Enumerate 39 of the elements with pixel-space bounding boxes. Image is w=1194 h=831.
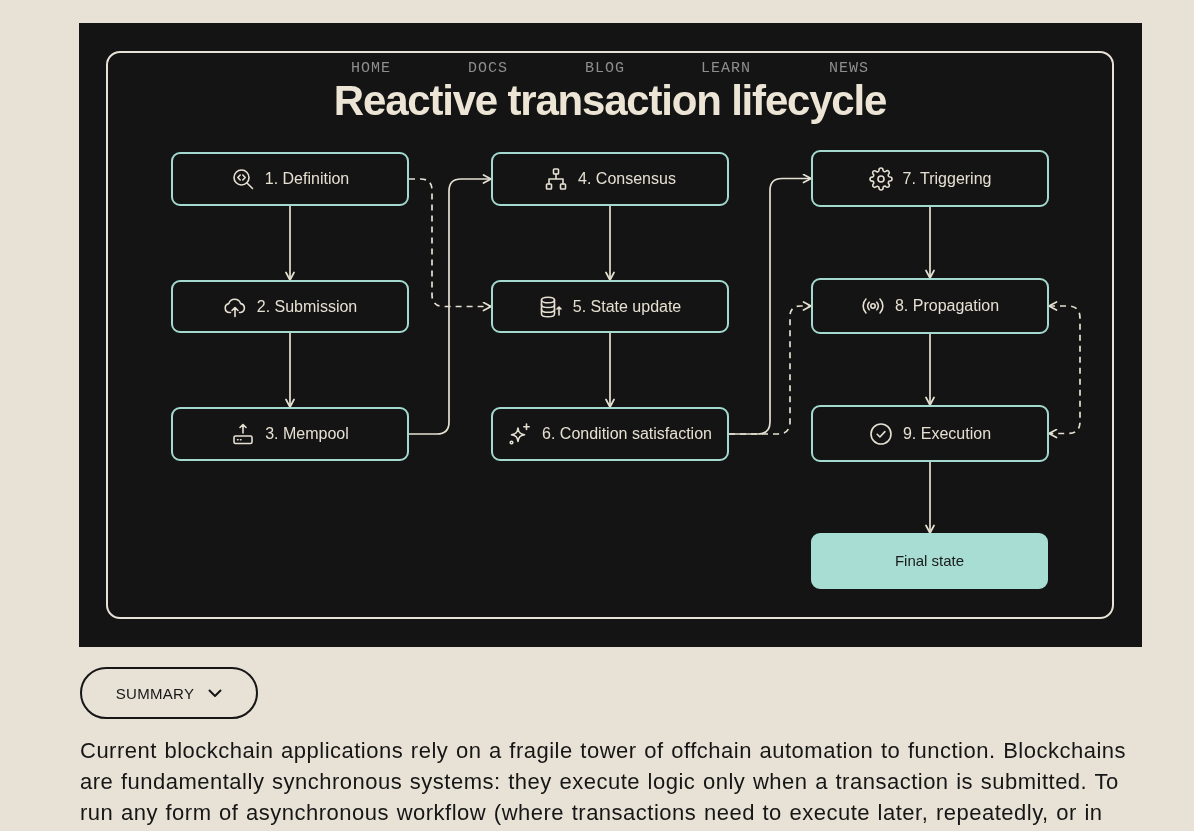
step-label: 4. Consensus <box>578 169 676 189</box>
process-box <box>171 152 409 206</box>
summary-button: SUMMARY <box>80 667 258 719</box>
diagram-title: Reactive transaction lifecycle <box>333 77 887 125</box>
step-label: 1. Definition <box>264 169 350 189</box>
step-label: 5. State update <box>572 296 682 317</box>
step-label: 9. Execution <box>902 423 992 444</box>
nav-link: HOME <box>351 60 391 77</box>
nav-link: NEWS <box>829 60 869 77</box>
arrow <box>408 174 492 435</box>
nav-link: LEARN <box>701 60 751 77</box>
arrow <box>605 205 615 281</box>
nav-link: DOCS <box>468 60 508 77</box>
process-box <box>171 280 409 333</box>
dashed-arrow <box>728 301 812 435</box>
arrow <box>605 332 615 408</box>
step-label: 8. Propagation <box>894 296 1000 316</box>
nav-link: BLOG <box>585 60 625 77</box>
arrow <box>925 206 935 279</box>
dashed-arrow <box>408 178 492 312</box>
process-box <box>811 278 1049 334</box>
process-box <box>171 407 409 461</box>
final-state-box <box>811 533 1048 589</box>
arrow <box>925 461 935 534</box>
dashed-arrow <box>1048 301 1081 439</box>
process-box <box>811 405 1049 462</box>
step-label: 3. Mempool <box>265 424 349 444</box>
step-label: Final state <box>894 551 965 571</box>
process-box <box>491 152 729 206</box>
step-label: 6. Condition satisfaction <box>542 424 712 444</box>
step-label: 7. Triggering <box>902 168 992 189</box>
process-box <box>491 407 729 461</box>
arrow <box>285 332 295 408</box>
body-paragraph: Current blockchain applications rely on a fragile tower of offchain automation to function. Blockchains are fundamentally synchronous systems: they execute logic only when a transaction is submitted. To run any form of asynchronous workflow (where transactions need to execute later, repeatedly, or in <box>80 737 1128 827</box>
step-label: 2. Submission <box>256 296 358 317</box>
process-box <box>811 150 1049 207</box>
arrow <box>925 333 935 406</box>
arrow <box>285 205 295 281</box>
process-box <box>491 280 729 333</box>
